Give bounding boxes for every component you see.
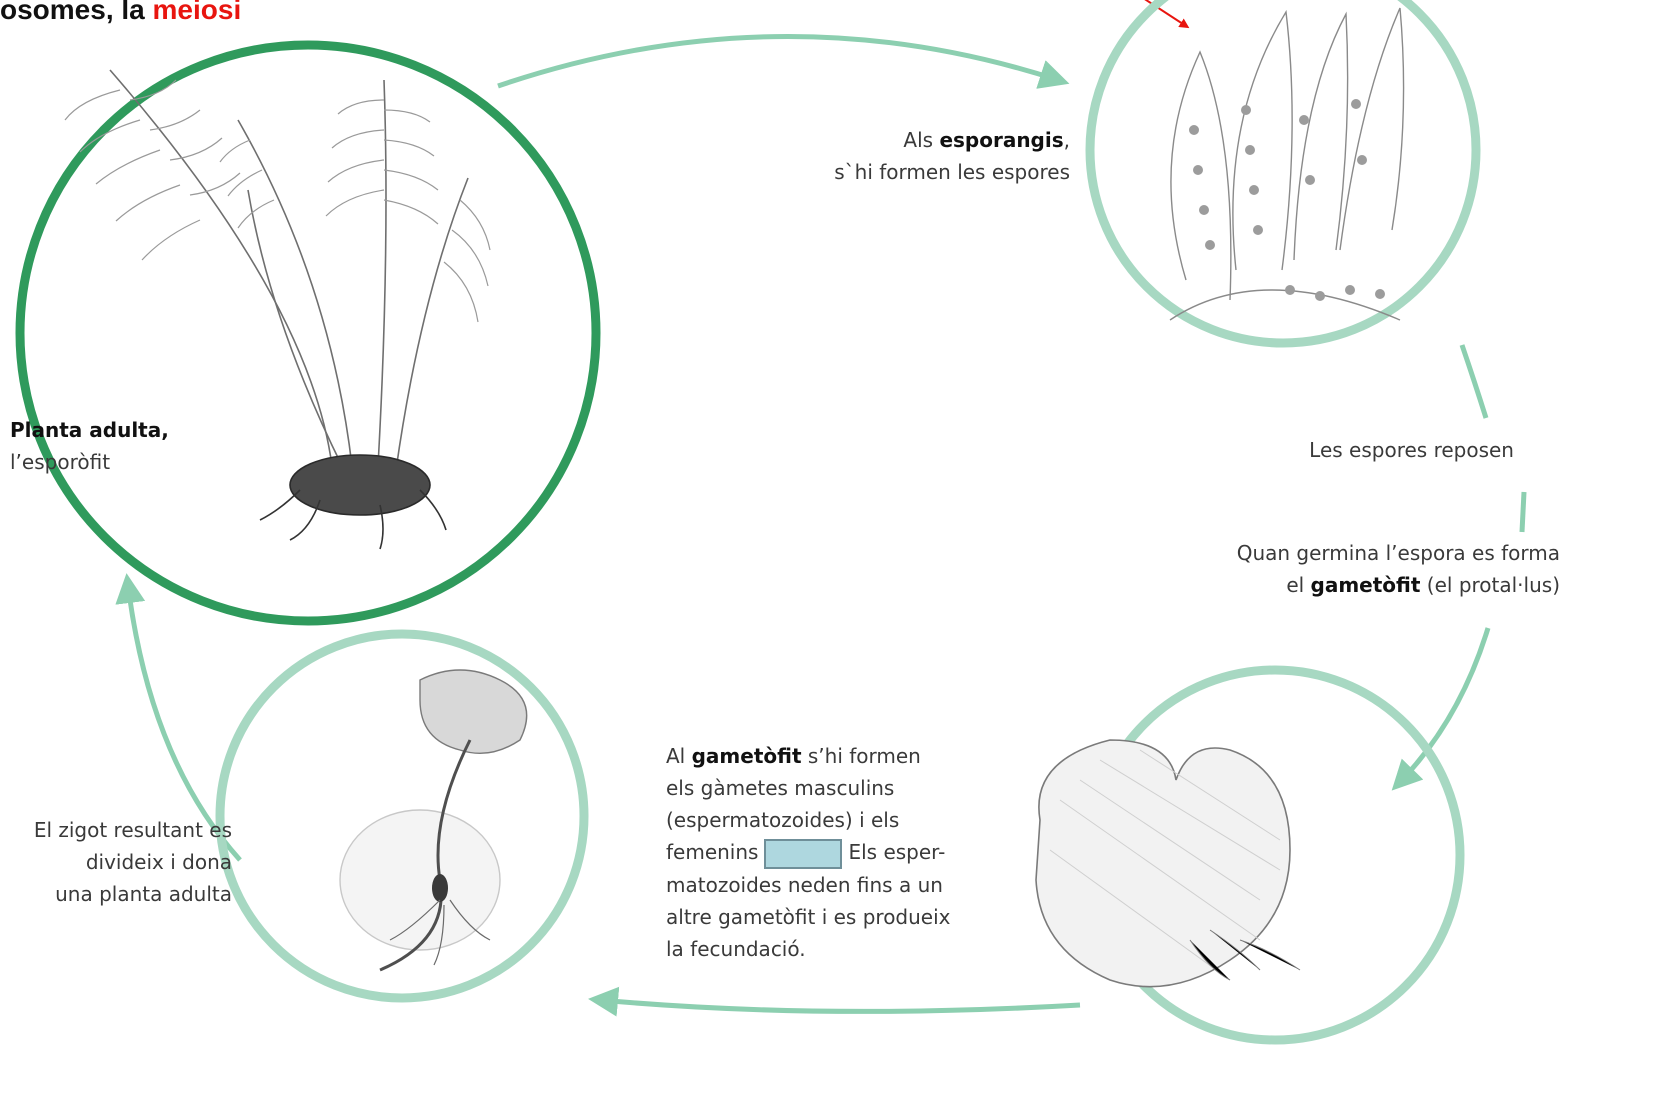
zygote-line2: divideix i dona [86, 850, 232, 874]
gametophyte-suffix: s’hi formen [802, 744, 921, 768]
gametophyte-line2: els gàmetes masculins [666, 776, 894, 800]
gametophyte-line5: matozoides neden fins a un [666, 873, 943, 897]
arrow-adult-to-sporangia [498, 36, 1058, 86]
arrow-rest-to-germination [1522, 492, 1524, 532]
sporangia-suffix: , [1064, 128, 1070, 152]
arrow-prothallus-to-young-sporophyte [600, 1000, 1080, 1011]
germination-term: gametòfit [1311, 573, 1421, 597]
gametophyte-line6: altre gametòfit i es produeix [666, 905, 951, 929]
answer-blank-box[interactable] [764, 839, 842, 869]
young-sporophyte-icon [340, 670, 527, 970]
gametophyte-prefix: Al [666, 744, 692, 768]
heading: osomes, la meiosi [0, 0, 241, 26]
sporangia-circle [1090, 0, 1476, 343]
zygote-label: El zigot resultant es divideix i dona un… [0, 814, 232, 910]
arrow-germination-to-prothallus [1400, 628, 1488, 782]
gametophyte-line7: la fecundació. [666, 937, 806, 961]
germination-label: Quan germina l’espora es forma el gametò… [1130, 537, 1560, 601]
zygote-line1: El zigot resultant es [34, 818, 232, 842]
spores-rest-text: Les espores reposen [1309, 438, 1514, 462]
sporangia-prefix: Als [903, 128, 939, 152]
gametophyte-term: gametòfit [692, 744, 802, 768]
germination-line1: Quan germina l’espora es forma [1237, 541, 1560, 565]
germination-line2-suffix: (el protal·lus) [1420, 573, 1560, 597]
adult-plant-subtitle: l’esporòfit [10, 450, 110, 474]
heading-prefix: osomes, la [0, 0, 153, 25]
adult-plant-circle [20, 45, 596, 621]
gametophyte-label: Al gametòfit s’hi formen els gàmetes mas… [666, 740, 996, 965]
germination-line2-prefix: el [1286, 573, 1310, 597]
gametophyte-line4-suffix: Els esper- [848, 840, 945, 864]
sporangia-line2: s`hi formen les espores [834, 160, 1070, 184]
adult-plant-title: Planta adulta, [10, 418, 169, 442]
adult-plant-label: Planta adulta, l’esporòfit [10, 414, 169, 478]
gametophyte-line3: (espermatozoides) i els [666, 808, 899, 832]
heading-highlight: meiosi [153, 0, 242, 25]
gametophyte-line4-prefix: femenins [666, 840, 758, 864]
spores-rest-label: Les espores reposen [1150, 434, 1514, 466]
zygote-line3: una planta adulta [55, 882, 232, 906]
prothallus-icon [1036, 740, 1300, 987]
sporangia-label: Als esporangis, s`hi formen les espores [720, 124, 1070, 188]
sporangia-term: esporangis [939, 128, 1063, 152]
sporangia-leaf-icon [1170, 8, 1404, 320]
arrow-sporangia-to-rest [1462, 345, 1486, 418]
